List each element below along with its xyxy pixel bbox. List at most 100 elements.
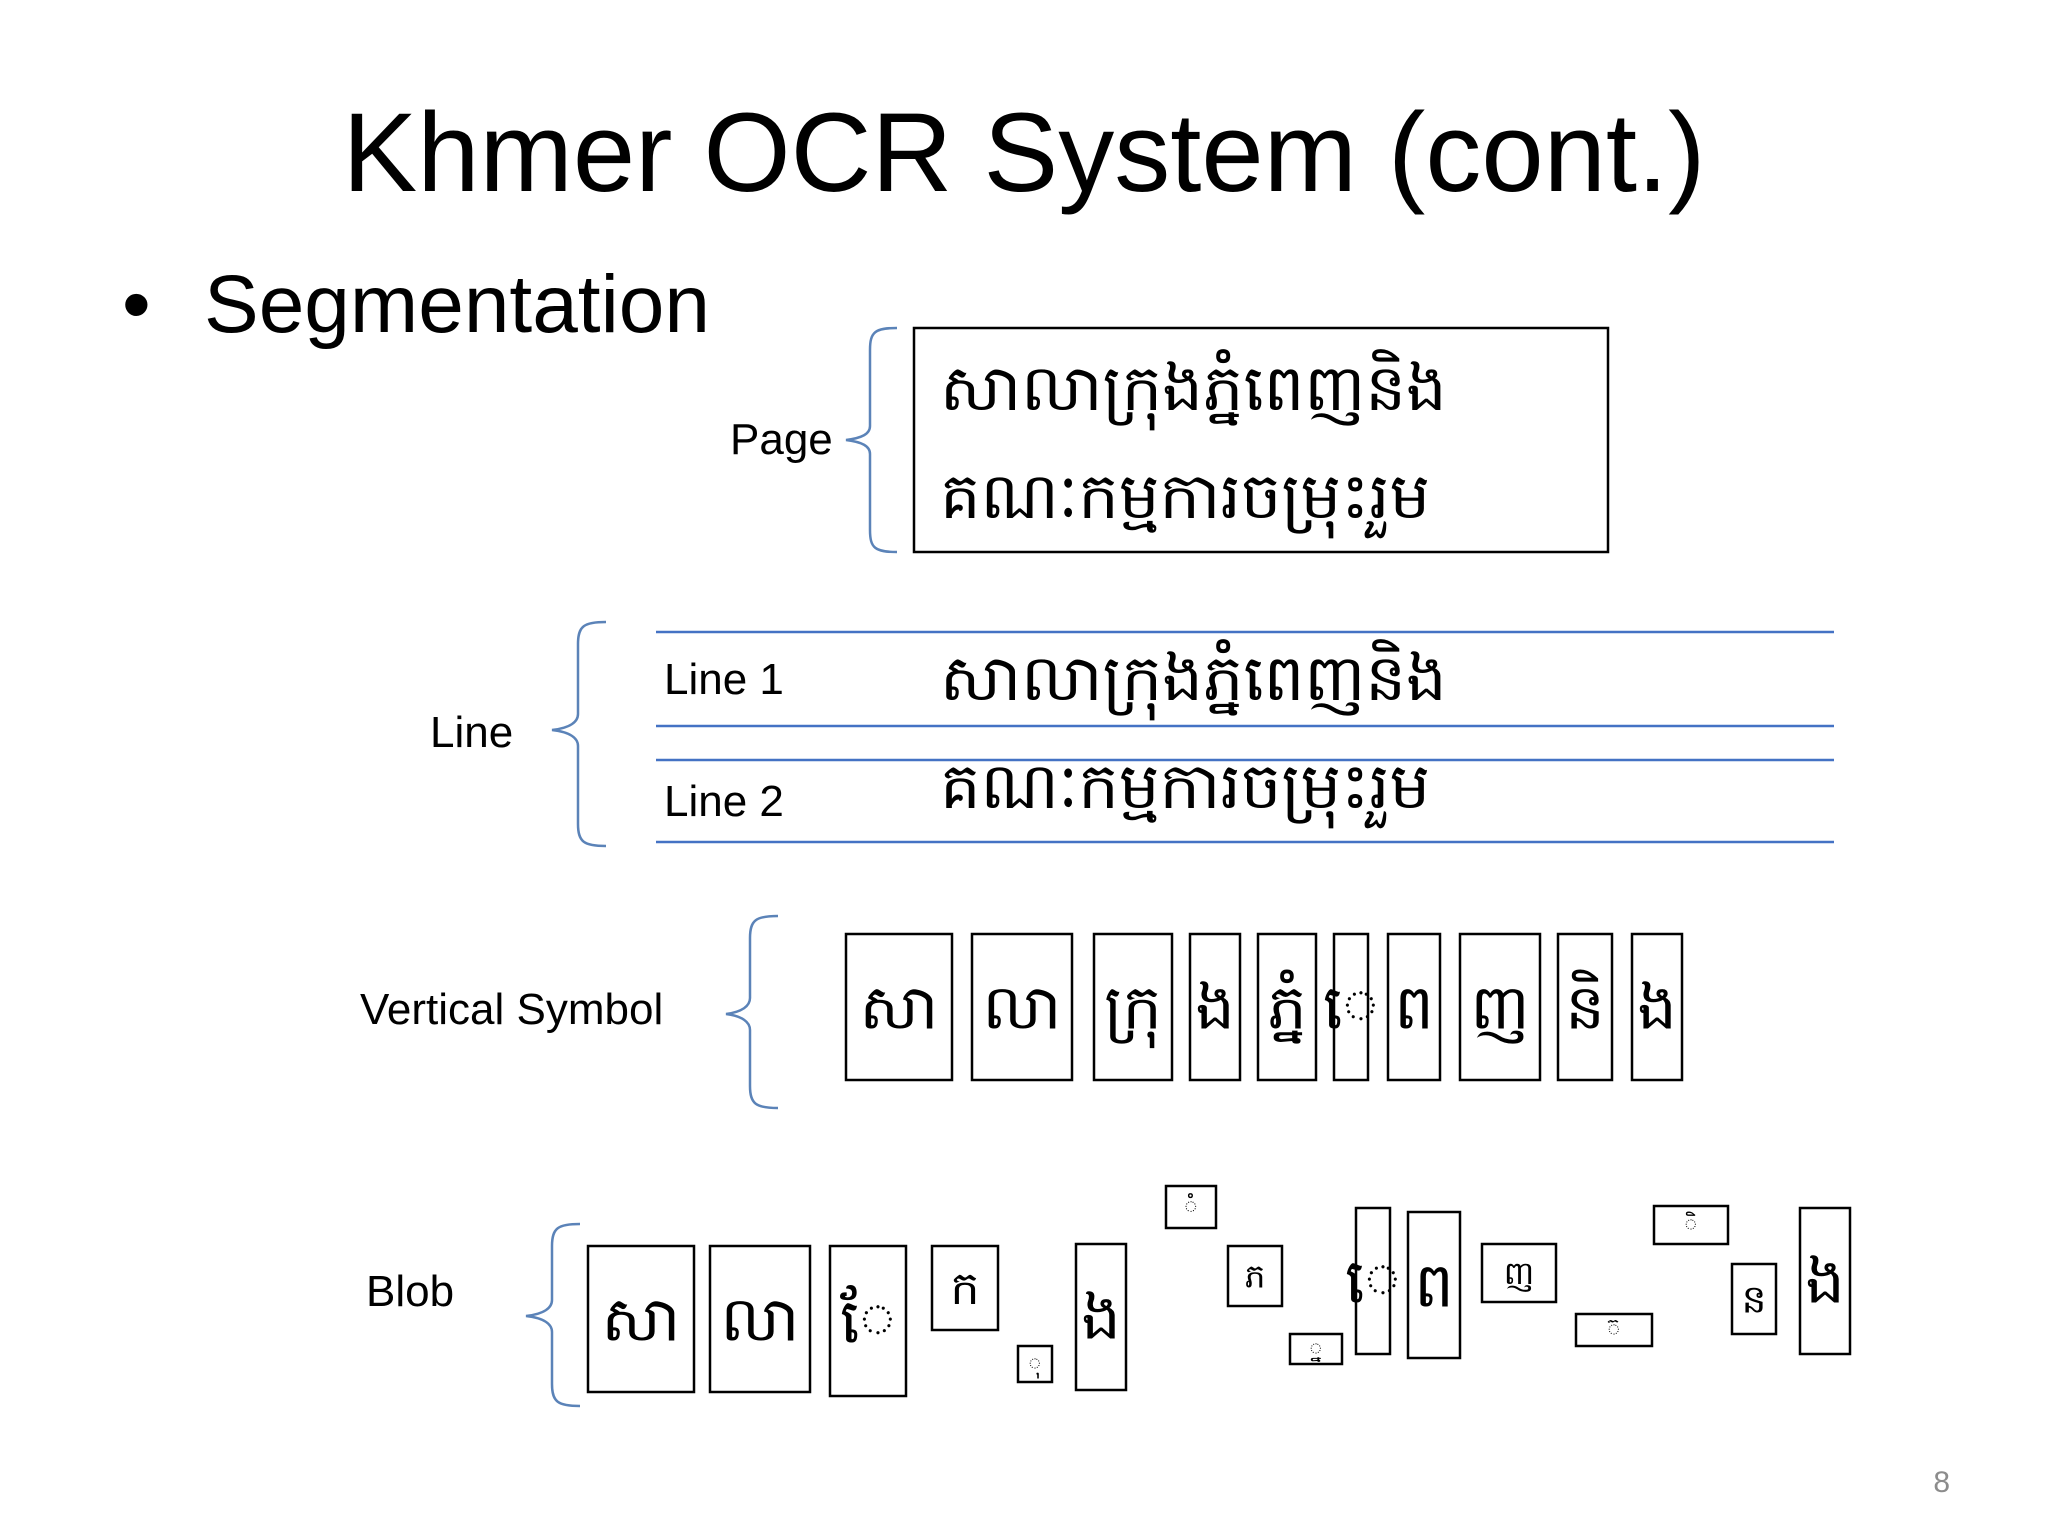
vertical-symbol-9-glyph: និ [1565, 969, 1604, 1044]
label-line-2: Line 2 [664, 777, 784, 826]
blob-12: ញ [1480, 1242, 1558, 1304]
blob-9-glyph: ្ន [1310, 1338, 1323, 1363]
blob-13: ៊ [1574, 1312, 1654, 1348]
slide-title: Khmer OCR System (cont.) [342, 90, 1706, 215]
blob-5-box [1016, 1344, 1054, 1384]
blob-3-glyph: ែ [840, 1285, 896, 1358]
blob-16-glyph: ង [1805, 1245, 1844, 1318]
line-2-text: គណៈកម្មការចម្រុះរួម [940, 750, 1430, 829]
blob-12-glyph: ញ [1504, 1254, 1534, 1292]
blob-7-glyph: ំ [1184, 1193, 1197, 1221]
blob-4: ក [930, 1244, 1000, 1332]
blob-13-glyph: ៊ [1607, 1319, 1620, 1344]
blob-group: សាលាែកុងំភ្នេពញ៊ិនង [586, 1184, 1852, 1398]
vertical-symbol-4: ង [1188, 932, 1242, 1082]
vertical-symbol-8-box [1458, 932, 1542, 1082]
blob-15-glyph: ន [1742, 1278, 1767, 1323]
vertical-symbol-10-box [1630, 932, 1684, 1082]
vertical-symbol-6: េ [1323, 932, 1379, 1082]
blob-10: េ [1345, 1206, 1401, 1356]
blob-16-box [1798, 1206, 1852, 1356]
vertical-symbol-6-box [1332, 932, 1370, 1082]
bullet-dot: • [122, 259, 151, 350]
blob-3-box [828, 1244, 908, 1398]
vertical-symbol-3-box [1092, 932, 1174, 1082]
blob-11-glyph: ព [1414, 1249, 1453, 1322]
vertical-symbol-5-glyph: ភ្នំ [1267, 969, 1306, 1045]
vertical-symbol-3: ក្រុ [1092, 932, 1174, 1082]
blob-2: លា [708, 1244, 812, 1394]
blob-4-box [930, 1244, 1000, 1332]
vertical-symbol-9-box [1556, 932, 1614, 1082]
vertical-symbol-5: ភ្នំ [1256, 932, 1318, 1082]
vertical-symbol-2: លា [970, 932, 1074, 1082]
vertical-symbol-7: ព [1386, 932, 1442, 1082]
vertical-symbol-7-glyph: ព [1394, 971, 1433, 1044]
label-line: Line [430, 708, 514, 757]
brace-vertical-symbol [725, 914, 779, 1110]
vertical-symbol-4-box [1188, 932, 1242, 1082]
blob-1-glyph: សា [602, 1283, 681, 1356]
blob-2-box [708, 1244, 812, 1394]
bullet-segmentation: • Segmentation [122, 255, 710, 355]
page-text-line-1: សាលាក្រុងភ្នំពេញនិង [940, 349, 1447, 431]
vertical-symbol-1-box [844, 932, 954, 1082]
label-blob: Blob [366, 1267, 455, 1316]
blob-10-glyph: េ [1345, 1245, 1401, 1318]
blob-14-box [1652, 1204, 1730, 1246]
blob-15: ន [1730, 1262, 1778, 1336]
blob-9-box [1288, 1332, 1344, 1366]
line-1-text: សាលាក្រុងភ្នំពេញនិង [940, 639, 1447, 721]
vertical-symbol-8: ញ [1458, 932, 1542, 1082]
vertical-symbol-6-glyph: េ [1323, 971, 1379, 1044]
brace-line [551, 620, 607, 848]
vertical-symbol-10-glyph: ង [1637, 971, 1676, 1044]
blob-9: ្ន [1288, 1332, 1344, 1366]
blob-6-glyph: ង [1081, 1281, 1120, 1354]
blob-5-glyph: ុ [1029, 1353, 1042, 1379]
brace-page [845, 326, 898, 554]
label-page: Page [730, 415, 833, 464]
blob-8-glyph: ភ [1245, 1257, 1266, 1296]
vertical-symbol-2-box [970, 932, 1074, 1082]
vertical-symbol-5-box [1256, 932, 1318, 1082]
blob-12-box [1480, 1242, 1558, 1304]
vertical-symbol-10: ង [1630, 932, 1684, 1082]
bullet-text: Segmentation [204, 259, 711, 350]
vertical-symbol-9: និ [1556, 932, 1614, 1082]
blob-11: ព [1406, 1210, 1462, 1360]
vertical-symbol-4-glyph: ង [1195, 971, 1234, 1044]
blob-14: ិ [1652, 1204, 1730, 1246]
vertical-symbol-8-glyph: ញ [1470, 971, 1529, 1045]
blob-13-box [1574, 1312, 1654, 1348]
blob-6: ង [1074, 1242, 1128, 1392]
page-box [912, 326, 1610, 554]
blob-4-glyph: ក [950, 1261, 979, 1315]
blob-15-box [1730, 1262, 1778, 1336]
brace-blob [525, 1222, 581, 1408]
blob-14-glyph: ិ [1685, 1212, 1698, 1239]
blob-8-box [1226, 1244, 1284, 1308]
blob-7: ំ [1164, 1184, 1218, 1230]
blob-10-box [1354, 1206, 1392, 1356]
vertical-symbol-group: សា លា ក្រុ ង ភ្នំេពញ និ ង [844, 932, 1684, 1082]
blob-2-glyph: លា [721, 1283, 800, 1356]
page-text-line-2: គណៈកម្មការចម្រុះរួម [940, 460, 1430, 539]
blob-8: ភ [1226, 1244, 1284, 1308]
blob-5: ុ [1016, 1344, 1054, 1384]
vertical-symbol-1-glyph: សា [860, 971, 939, 1044]
vertical-symbol-1: សា [844, 932, 954, 1082]
label-line-1: Line 1 [664, 655, 784, 704]
blob-16: ង [1798, 1206, 1852, 1356]
label-vertical-symbol: Vertical Symbol [360, 985, 664, 1034]
vertical-symbol-7-box [1386, 932, 1442, 1082]
vertical-symbol-2-glyph: លា [983, 971, 1062, 1044]
vertical-symbol-3-glyph: ក្រុ [1104, 971, 1162, 1049]
blob-6-box [1074, 1242, 1128, 1392]
blob-3: ែ [828, 1244, 908, 1398]
blob-7-box [1164, 1184, 1218, 1230]
blob-1: សា [586, 1244, 696, 1394]
page-number: 8 [1933, 1466, 1950, 1499]
